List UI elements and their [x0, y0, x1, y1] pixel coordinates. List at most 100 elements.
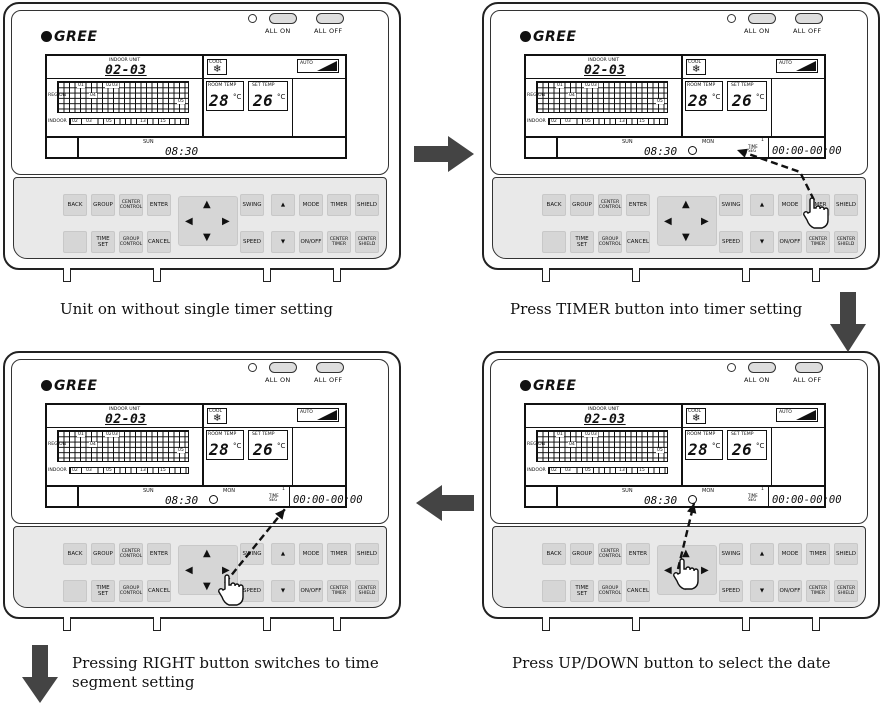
- enter-button[interactable]: ENTER: [147, 194, 171, 216]
- group-control-button[interactable]: GROUP CONTROL: [598, 580, 622, 602]
- right-arrow-icon[interactable]: ▶: [222, 216, 230, 227]
- up-arrow-icon[interactable]: ▲: [203, 548, 211, 559]
- center-control-button[interactable]: CENTER CONTROL: [598, 194, 622, 216]
- enter-button[interactable]: ENTER: [626, 194, 650, 216]
- right-arrow-icon[interactable]: ▶: [701, 565, 709, 576]
- center-control-button[interactable]: CENTER CONTROL: [119, 543, 143, 565]
- center-shield-button[interactable]: CENTER SHIELD: [355, 231, 379, 253]
- -button[interactable]: ▼: [750, 580, 774, 602]
- left-arrow-icon[interactable]: ◀: [664, 216, 672, 227]
- timer-button[interactable]: TIMER: [327, 543, 351, 565]
- up-arrow-icon[interactable]: ▲: [682, 548, 690, 559]
- center-shield-button[interactable]: CENTER SHIELD: [355, 580, 379, 602]
- mounting-tab: [63, 617, 71, 631]
- all-on-button[interactable]: [269, 13, 297, 24]
- right-arrow-icon[interactable]: ▶: [701, 216, 709, 227]
- swing-button[interactable]: SWING: [240, 543, 264, 565]
- group-control-button[interactable]: GROUP CONTROL: [598, 231, 622, 253]
- -button[interactable]: ▼: [750, 231, 774, 253]
- hand-pointer-icon: [218, 574, 244, 606]
- swing-button[interactable]: SWING: [240, 194, 264, 216]
- center-timer-button[interactable]: CENTER TIMER: [327, 231, 351, 253]
- blank-button[interactable]: [542, 231, 566, 253]
- on-off-button[interactable]: ON/OFF: [299, 580, 323, 602]
- up-arrow-icon[interactable]: ▲: [682, 199, 690, 210]
- enter-button[interactable]: ENTER: [147, 543, 171, 565]
- center-shield-button[interactable]: CENTER SHIELD: [834, 231, 858, 253]
- -button[interactable]: ▲: [750, 543, 774, 565]
- time-set-button[interactable]: TIME SET: [91, 580, 115, 602]
- lcd-divider: [771, 427, 772, 485]
- all-off-button[interactable]: [795, 362, 823, 373]
- mode-button[interactable]: MODE: [299, 543, 323, 565]
- cancel-button[interactable]: CANCEL: [626, 231, 650, 253]
- on-off-button[interactable]: ON/OFF: [778, 231, 802, 253]
- swing-button[interactable]: SWING: [719, 543, 743, 565]
- back-button[interactable]: BACK: [63, 543, 87, 565]
- mode-button[interactable]: MODE: [778, 194, 802, 216]
- mode-button[interactable]: MODE: [778, 543, 802, 565]
- back-button[interactable]: BACK: [542, 194, 566, 216]
- group-button[interactable]: GROUP: [91, 543, 115, 565]
- center-timer-button[interactable]: CENTER TIMER: [806, 231, 830, 253]
- direction-pad[interactable]: ▲ ▼ ◀ ▶: [657, 196, 717, 246]
- -button[interactable]: ▼: [271, 231, 295, 253]
- group-control-button[interactable]: GROUP CONTROL: [119, 231, 143, 253]
- left-arrow-icon[interactable]: ◀: [185, 565, 193, 576]
- all-off-button[interactable]: [795, 13, 823, 24]
- center-control-button[interactable]: CENTER CONTROL: [119, 194, 143, 216]
- down-arrow-icon[interactable]: ▼: [203, 232, 211, 243]
- on-off-button[interactable]: ON/OFF: [299, 231, 323, 253]
- right-arrow-icon[interactable]: ▶: [222, 565, 230, 576]
- timer-button[interactable]: TIMER: [806, 543, 830, 565]
- center-control-button[interactable]: CENTER CONTROL: [598, 543, 622, 565]
- blank-button[interactable]: [542, 580, 566, 602]
- speed-button[interactable]: SPEED: [719, 580, 743, 602]
- all-off-button[interactable]: [316, 362, 344, 373]
- all-on-button[interactable]: [748, 13, 776, 24]
- center-shield-button[interactable]: CENTER SHIELD: [834, 580, 858, 602]
- on-off-button[interactable]: ON/OFF: [778, 580, 802, 602]
- center-timer-button[interactable]: CENTER TIMER: [327, 580, 351, 602]
- group-button[interactable]: GROUP: [570, 543, 594, 565]
- group-button[interactable]: GROUP: [91, 194, 115, 216]
- back-button[interactable]: BACK: [63, 194, 87, 216]
- center-timer-button[interactable]: CENTER TIMER: [806, 580, 830, 602]
- all-on-button[interactable]: [748, 362, 776, 373]
- left-arrow-icon[interactable]: ◀: [185, 216, 193, 227]
- shield-button[interactable]: SHIELD: [834, 543, 858, 565]
- -button[interactable]: ▲: [271, 194, 295, 216]
- speed-button[interactable]: SPEED: [240, 580, 264, 602]
- -button[interactable]: ▲: [750, 194, 774, 216]
- time-set-button[interactable]: TIME SET: [570, 580, 594, 602]
- speed-button[interactable]: SPEED: [719, 231, 743, 253]
- all-off-button[interactable]: [316, 13, 344, 24]
- left-arrow-icon[interactable]: ◀: [664, 565, 672, 576]
- mode-button[interactable]: MODE: [299, 194, 323, 216]
- swing-button[interactable]: SWING: [719, 194, 743, 216]
- time-set-button[interactable]: TIME SET: [91, 231, 115, 253]
- speed-button[interactable]: SPEED: [240, 231, 264, 253]
- down-arrow-icon[interactable]: ▼: [203, 581, 211, 592]
- shield-button[interactable]: SHIELD: [834, 194, 858, 216]
- cancel-button[interactable]: CANCEL: [147, 231, 171, 253]
- back-button[interactable]: BACK: [542, 543, 566, 565]
- shield-button[interactable]: SHIELD: [355, 543, 379, 565]
- up-arrow-icon[interactable]: ▲: [203, 199, 211, 210]
- timer-button[interactable]: TIMER: [327, 194, 351, 216]
- cancel-button[interactable]: CANCEL: [147, 580, 171, 602]
- enter-button[interactable]: ENTER: [626, 543, 650, 565]
- group-button[interactable]: GROUP: [570, 194, 594, 216]
- shield-button[interactable]: SHIELD: [355, 194, 379, 216]
- group-control-button[interactable]: GROUP CONTROL: [119, 580, 143, 602]
- down-arrow-icon[interactable]: ▼: [682, 232, 690, 243]
- all-on-button[interactable]: [269, 362, 297, 373]
- cancel-button[interactable]: CANCEL: [626, 580, 650, 602]
- fan-bars-icon: [317, 61, 337, 71]
- blank-button[interactable]: [63, 580, 87, 602]
- -button[interactable]: ▲: [271, 543, 295, 565]
- blank-button[interactable]: [63, 231, 87, 253]
- time-set-button[interactable]: TIME SET: [570, 231, 594, 253]
- -button[interactable]: ▼: [271, 580, 295, 602]
- direction-pad[interactable]: ▲ ▼ ◀ ▶: [178, 196, 238, 246]
